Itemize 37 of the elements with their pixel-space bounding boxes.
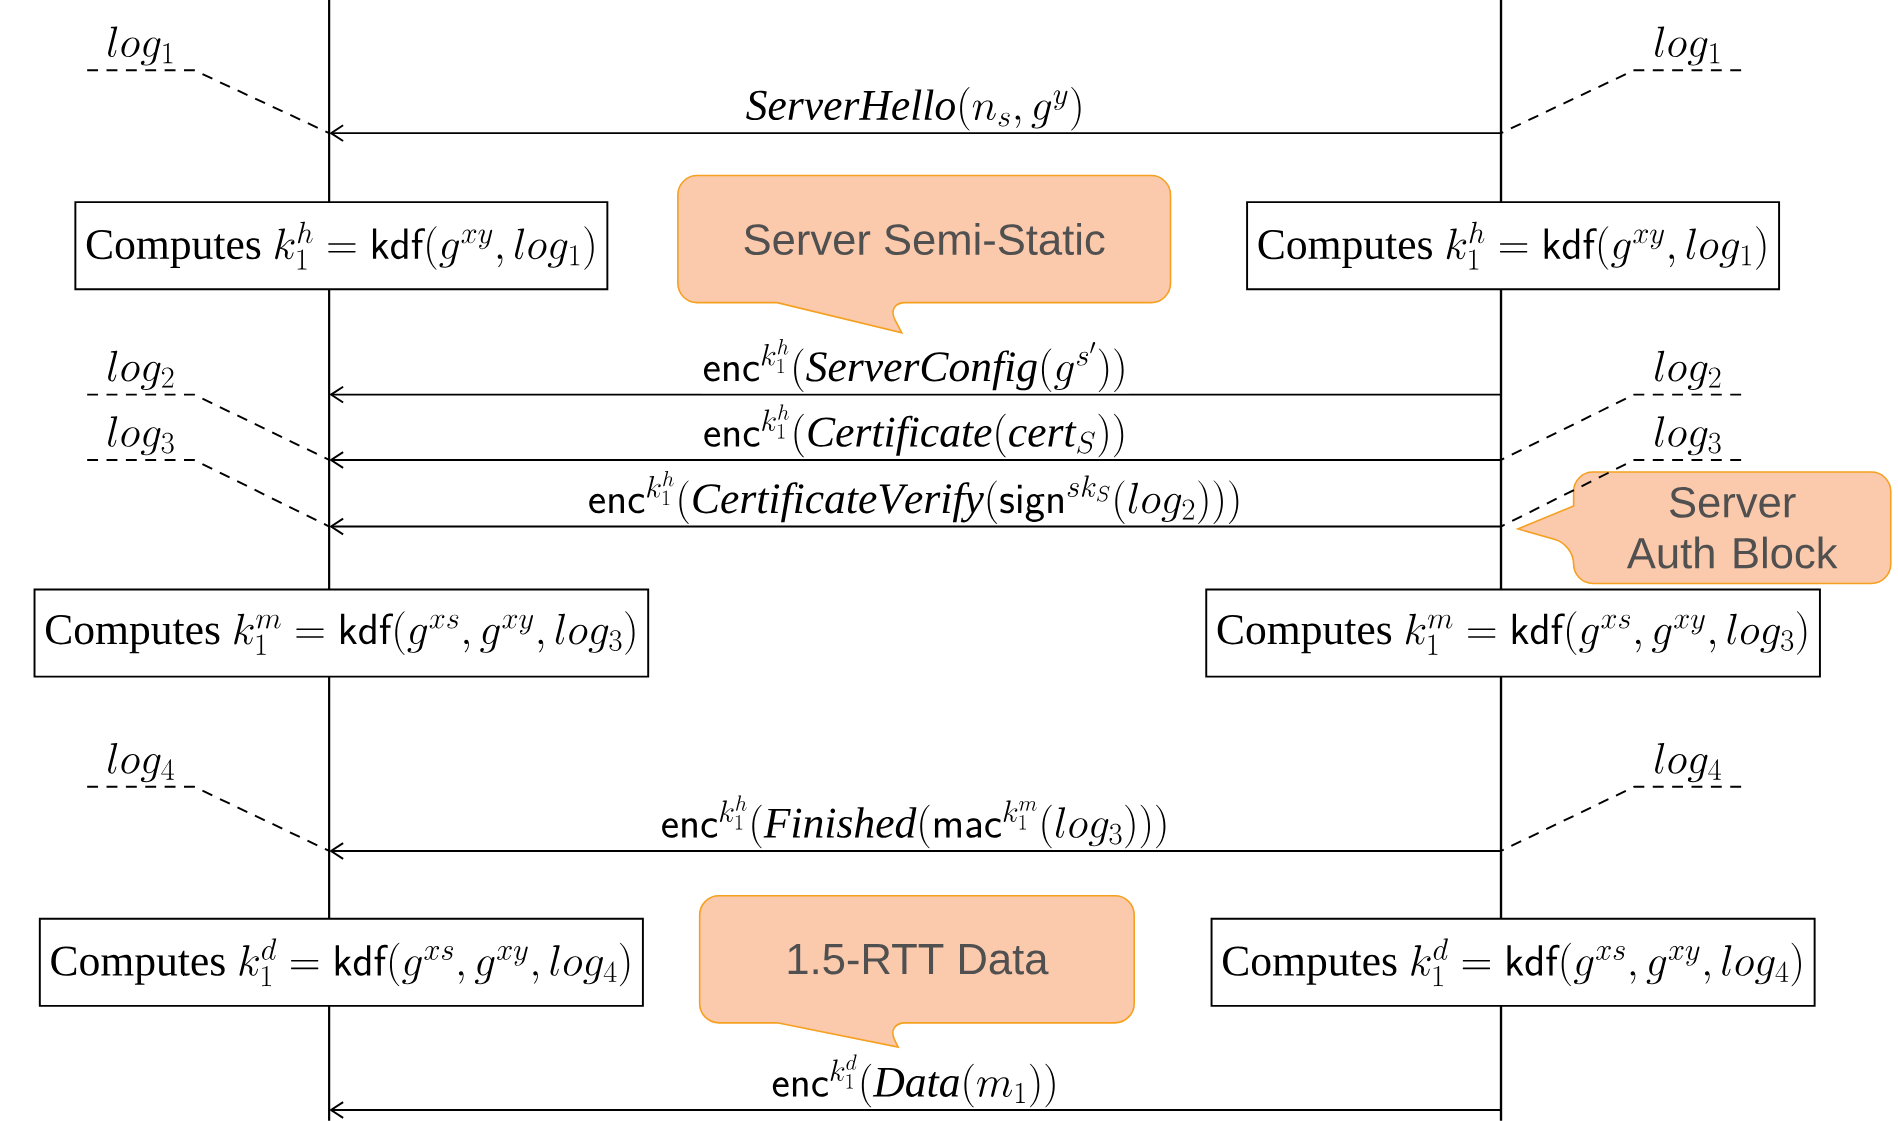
log-label: $log_2$ [1655, 350, 1721, 390]
log-label: $log_1$ [108, 26, 173, 66]
callout: Server Auth Block [1517, 471, 1892, 585]
callout: Server Semi-Static [677, 174, 1172, 334]
leader-line [86, 459, 331, 528]
process-box: $\text{Computes } k_1^h = \mathsf{kdf}(g^{xy}, log_1)$ [74, 201, 609, 291]
edge-label: $\mathsf{enc}^{k_1^h}(\mathit{Certificate}(\mathit{cert}_S))$ [701, 403, 1129, 459]
leader-line [86, 785, 331, 852]
message-arrow [329, 842, 1502, 860]
leader-line [86, 393, 331, 461]
message-arrow [329, 517, 1502, 536]
log-label: $log_3$ [1655, 416, 1721, 456]
process-box: $\text{Computes } k_1^h = \mathsf{kdf}(g^{xy}, log_1)$ [1246, 201, 1781, 291]
edge-label: $\mathit{ServerHello}(n_s, g^y)$ [744, 85, 1086, 132]
process-box: $\text{Computes } k_1^d = \mathsf{kdf}(g^{xs}, g^{xy}, log_4)$ [1210, 917, 1816, 1007]
log-label: $log_3$ [108, 416, 174, 456]
message-arrow [329, 385, 1502, 404]
edge-label: $\mathsf{enc}^{k_1^h}(\mathit{CertificateVerify}(\mathsf{sign}^{sk_S}(log_2)))$ [586, 469, 1244, 526]
leader-line [1500, 785, 1743, 852]
process-box: $\text{Computes } k_1^m = \mathsf{kdf}(g^{xs}, g^{xy}, log_3)$ [33, 588, 650, 678]
leader-line [1500, 69, 1743, 135]
process-box: $\text{Computes } k_1^m = \mathsf{kdf}(g^{xs}, g^{xy}, log_3)$ [1205, 588, 1821, 678]
log-label: $log_4$ [1655, 743, 1721, 783]
callout: 1.5-RTT Data [698, 895, 1135, 1048]
leader-line [86, 69, 331, 135]
edge-label: $\mathsf{enc}^{k_1^h}(\mathit{Finished}(\mathsf{mac}^{k_1^m}(log_3)))$ [659, 794, 1171, 850]
message-arrow [329, 451, 1502, 469]
message-arrow [329, 124, 1502, 143]
edge-label: $\mathsf{enc}^{k_1^h}(\mathit{ServerConfig}(g^{s'}))$ [701, 337, 1129, 394]
leader-line [1500, 459, 1743, 528]
log-label: $log_2$ [108, 350, 174, 390]
log-label: $log_4$ [108, 743, 175, 783]
leader-line [1500, 393, 1743, 461]
process-box: $\text{Computes } k_1^d = \mathsf{kdf}(g^{xs}, g^{xy}, log_4)$ [38, 917, 644, 1007]
log-label: $log_1$ [1655, 26, 1720, 66]
message-arrow [329, 1101, 1502, 1119]
edge-label: $\mathsf{enc}^{k_1^d}(\mathit{Data}(m_1))$ [770, 1053, 1060, 1109]
